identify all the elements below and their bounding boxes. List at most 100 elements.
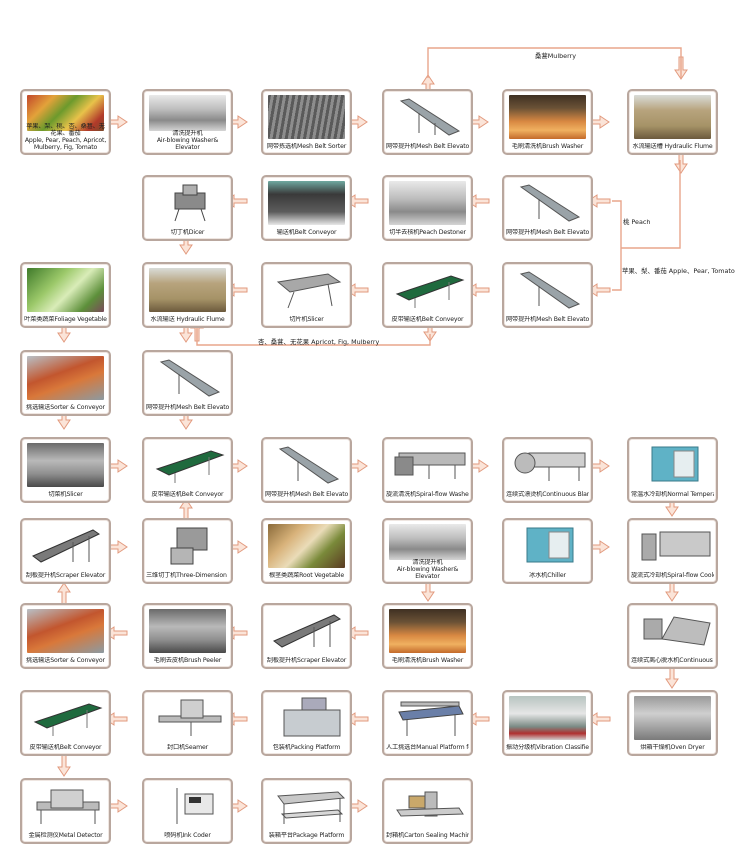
peach-destoner-label: 切半去核机Peach Destoner bbox=[389, 229, 466, 236]
peach-branch-label: 桃 Peach bbox=[623, 218, 651, 226]
manual-platform-label: 人工挑选台Manual Platform for Sorter bbox=[386, 744, 469, 751]
packing-platform-label: 包装机Packing Platform bbox=[272, 744, 341, 751]
hydraulic-flume-1-label: 水流输送槽 Hydraulic Flume bbox=[632, 143, 713, 150]
foliage-vegetable-label: 叶菜类蔬菜Foliage Vegetable bbox=[24, 316, 107, 323]
sorter-conveyor-image bbox=[27, 356, 104, 400]
mesh-belt-elevator-image bbox=[509, 268, 586, 312]
node-foliage-vegetable: 叶菜类蔬菜Foliage Vegetable bbox=[20, 262, 111, 328]
belt-conveyor-image bbox=[149, 443, 226, 487]
node-brush-peeler: 毛刷去皮机Brush Peeler bbox=[142, 603, 233, 669]
brush-washer-image bbox=[509, 95, 586, 139]
raw-fruit-label-en: Apple, Pear, Peach, Apricot, Mulberry, F… bbox=[24, 137, 107, 151]
node-blanching-machine: 连续式漂烫机Continuous Blanching Machine bbox=[502, 437, 593, 503]
belt-conveyor-2-label: 皮带输送机Belt Conveyor bbox=[391, 316, 464, 323]
continuous-dehydrator-image bbox=[634, 609, 711, 653]
vegetable-slicer-image bbox=[27, 443, 104, 487]
node-chiller: 冰水机Chiller bbox=[502, 518, 593, 584]
mesh-belt-elevator-1-label: 网带提升机Mesh Belt Elevator bbox=[386, 143, 469, 150]
spiral-cooler-image bbox=[634, 524, 711, 568]
peach-branch-upper bbox=[612, 200, 622, 248]
mesh-belt-elevator-3-label: 网带提升机Mesh Belt Elevator bbox=[506, 316, 589, 323]
mulberry-branch-line bbox=[427, 47, 682, 78]
belt-conveyor-image bbox=[27, 696, 104, 740]
metal-detector-label: 金属检测仪Metal Detector bbox=[28, 832, 103, 839]
water-cooler-label: 常温水冷却机Normal Temperature Water Cooler bbox=[631, 491, 714, 498]
water-cooler-image bbox=[634, 443, 711, 487]
peach-destoner-image bbox=[389, 181, 466, 225]
node-mesh-belt-sorter: 网带拣选机Mesh Belt Sorter bbox=[261, 89, 352, 155]
mesh-belt-elevator-4-label: 网带提升机Mesh Belt Elevator bbox=[146, 404, 229, 411]
brush-washer-image bbox=[389, 609, 466, 653]
three-dimension-dicer-label: 三维切丁机Three-Dimension Dicer bbox=[146, 572, 229, 579]
brush-peeler-image bbox=[149, 609, 226, 653]
mesh-belt-elevator-2-label: 网带提升机Mesh Belt Elevator bbox=[506, 229, 589, 236]
node-root-vegetable: 根茎类蔬菜Root Vegetable bbox=[261, 518, 352, 584]
belt-conveyor-image bbox=[389, 268, 466, 312]
belt-conveyor-3-label: 皮带输送机Belt Conveyor bbox=[151, 491, 224, 498]
node-sorter-conveyor-1: 挑选输送Sorter & Conveyor bbox=[20, 350, 111, 416]
belt-conveyor-image bbox=[268, 181, 345, 225]
node-vegetable-slicer: 切菜机Slicer bbox=[20, 437, 111, 503]
airblow-washer-2-label-cn: 清洗提升机 bbox=[412, 559, 443, 566]
blanching-machine-image bbox=[509, 443, 586, 487]
node-belt-conveyor-4: 皮带输送机Belt Conveyor bbox=[20, 690, 111, 756]
raw-fruit-image bbox=[27, 95, 104, 131]
carton-sealer-image bbox=[389, 784, 466, 828]
mesh-belt-elevator-image bbox=[389, 95, 466, 139]
vibration-classifier-label: 振动分级机Vibration Classifier bbox=[506, 744, 589, 751]
flow-arrow-icon bbox=[57, 582, 71, 606]
ink-coder-label: 喷码机Ink Coder bbox=[164, 832, 211, 839]
belt-conveyor-4-label: 皮带输送机Belt Conveyor bbox=[29, 744, 102, 751]
peach-branch-line bbox=[621, 160, 681, 249]
brush-washer-1-label: 毛刷清洗机Brush Washer bbox=[511, 143, 584, 150]
brush-washer-2-label: 毛刷清洗机Brush Washer bbox=[391, 657, 464, 664]
scraper-elevator-1-label: 刮板提升机Scraper Elevator bbox=[25, 572, 106, 579]
node-package-platform: 装箱平台Package Platform bbox=[261, 778, 352, 844]
scraper-elevator-image bbox=[27, 524, 104, 568]
flow-arrow-icon bbox=[57, 753, 71, 777]
node-spiral-cooler: 旋流式冷却机Spiral-flow Cooler water Condenser bbox=[627, 518, 718, 584]
apricot-fig-mulberry-branch-label: 杏、桑葚、无花果 Apricot, Fig, Mulberry bbox=[258, 338, 380, 346]
sorter-conveyor-1-label: 挑选输送Sorter & Conveyor bbox=[26, 404, 105, 411]
scraper-elevator-image bbox=[268, 609, 345, 653]
node-scraper-elevator-1: 刮板提升机Scraper Elevator bbox=[20, 518, 111, 584]
root-vegetable-image bbox=[268, 524, 345, 568]
apricot-branch-line bbox=[196, 320, 431, 346]
oven-dryer-label: 烘箱干燥机Oven Dryer bbox=[640, 744, 705, 751]
node-belt-conveyor-3: 皮带输送机Belt Conveyor bbox=[142, 437, 233, 503]
slicer-1-label: 切片机Slicer bbox=[289, 316, 324, 323]
node-metal-detector: 金属检测仪Metal Detector bbox=[20, 778, 111, 844]
foliage-vegetable-image bbox=[27, 268, 104, 312]
airblow-washer-image bbox=[149, 95, 226, 131]
node-mesh-belt-elevator-5: 网带提升机Mesh Belt Elevator bbox=[261, 437, 352, 503]
node-hydraulic-flume-2: 水流输送 Hydraulic Flume bbox=[142, 262, 233, 328]
airblow-washer-image bbox=[389, 524, 466, 560]
node-continuous-dehydrator: 连续式离心脱水机Continuous Dehydrator bbox=[627, 603, 718, 669]
node-manual-platform: 人工挑选台Manual Platform for Sorter bbox=[382, 690, 473, 756]
node-packing-platform: 包装机Packing Platform bbox=[261, 690, 352, 756]
node-mesh-belt-elevator-2: 网带提升机Mesh Belt Elevator bbox=[502, 175, 593, 241]
hydraulic-flume-2-label: 水流输送 Hydraulic Flume bbox=[150, 316, 225, 323]
ink-coder-image bbox=[149, 784, 226, 828]
node-peach-destoner: 切半去核机Peach Destoner bbox=[382, 175, 473, 241]
scraper-elevator-2-label: 刮板提升机Scraper Elevator bbox=[266, 657, 347, 664]
flow-arrow-icon bbox=[665, 665, 679, 689]
vibration-classifier-image bbox=[509, 696, 586, 740]
node-mesh-belt-elevator-3: 网带提升机Mesh Belt Elevator bbox=[502, 262, 593, 328]
node-brush-washer-2: 毛刷清洗机Brush Washer bbox=[382, 603, 473, 669]
spiral-flow-washer-label: 旋流清洗机Spiral-flow Washer bbox=[386, 491, 469, 498]
package-platform-image bbox=[268, 784, 345, 828]
node-dicer: 切丁机Dicer bbox=[142, 175, 233, 241]
apple-branch-lower bbox=[612, 248, 622, 291]
node-belt-conveyor-2: 皮带输送机Belt Conveyor bbox=[382, 262, 473, 328]
node-ink-coder: 喷码机Ink Coder bbox=[142, 778, 233, 844]
carton-sealer-label: 封箱机Carton Sealing Machine bbox=[386, 832, 469, 839]
node-spiral-flow-washer: 旋流清洗机Spiral-flow Washer bbox=[382, 437, 473, 503]
node-mesh-belt-elevator-1: 网带提升机Mesh Belt Elevator bbox=[382, 89, 473, 155]
oven-dryer-image bbox=[634, 696, 711, 740]
node-belt-conveyor-1: 输送机Belt Conveyor bbox=[261, 175, 352, 241]
raw-fruit-label-cn: 苹果、梨、桃、杏、桑葚、无花果、番茄 bbox=[26, 123, 105, 137]
node-slicer-1: 切片机Slicer bbox=[261, 262, 352, 328]
node-brush-washer-1: 毛刷清洗机Brush Washer bbox=[502, 89, 593, 155]
